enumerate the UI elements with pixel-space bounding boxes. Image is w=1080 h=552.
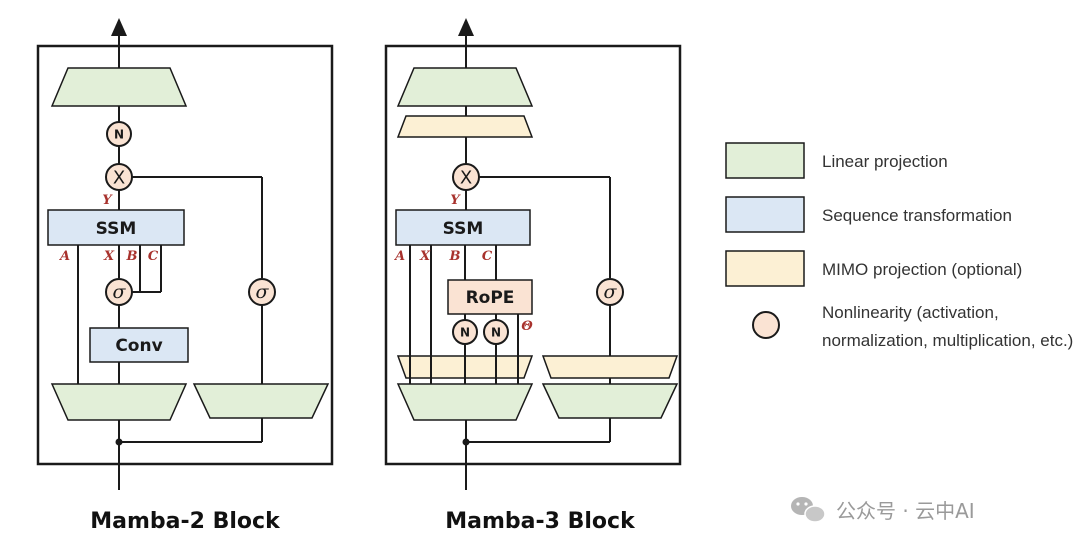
wechat-icon — [791, 497, 826, 523]
mamba3-rope-label: RoPE — [466, 288, 515, 308]
mamba3-input-projection-right — [541, 383, 679, 419]
mamba2-input-projection-right — [192, 383, 330, 419]
mamba2-frame — [36, 44, 334, 466]
watermark-text: 公众号 · 云中AI — [836, 499, 975, 523]
mamba2-junction-dot — [115, 438, 123, 446]
mamba3-sigma-label: σ — [604, 281, 618, 303]
legend-swatch-mimo — [725, 250, 805, 287]
mamba3-sigma-node: σ — [596, 278, 624, 306]
legend-swatch-nonlinearity — [752, 311, 780, 339]
mamba2-conv-label: Conv — [115, 336, 162, 356]
mamba3-junction-dot — [462, 438, 470, 446]
mamba2-sigma-node-left: σ — [105, 278, 133, 306]
legend-swatch-sequence — [725, 196, 805, 233]
mamba2-multiply-label: X — [113, 168, 125, 189]
mamba3-mimo-wires — [409, 356, 611, 384]
mamba3-mimo-output-projection — [396, 115, 534, 138]
legend-swatch-linear — [725, 142, 805, 179]
mamba3-norm-node-c: N — [483, 319, 509, 345]
mamba2-multiply-node: X — [105, 163, 133, 191]
mamba3-var-b: B — [449, 249, 461, 264]
mamba2-input-projection-left — [50, 383, 188, 421]
mamba3-mimo-input-projection-right — [541, 355, 679, 379]
mamba3-block: X Y SSM A X B C RoPE N N Θ σ — [384, 18, 682, 534]
mamba2-sigma-node-right: σ — [248, 278, 276, 306]
mamba3-multiply-label: X — [460, 168, 472, 189]
legend-label-nonlinearity-line1: Nonlinearity (activation, — [822, 303, 999, 322]
mamba2-norm-label: N — [114, 128, 124, 142]
mamba3-norm-label-b: N — [460, 326, 470, 340]
mamba3-input-projection-left — [396, 383, 534, 421]
mamba2-wires — [77, 22, 263, 490]
legend-label-linear: Linear projection — [822, 152, 948, 171]
legend-label-sequence: Sequence transformation — [822, 206, 1012, 225]
watermark: 公众号 · 云中AI — [791, 497, 975, 523]
mamba2-sigma-label-left: σ — [113, 281, 127, 303]
mamba2-caption: Mamba-2 Block — [90, 509, 281, 534]
mamba3-frame — [384, 44, 682, 466]
legend-label-mimo: MIMO projection (optional) — [822, 260, 1022, 279]
mamba3-caption: Mamba-3 Block — [445, 509, 636, 534]
mamba2-conv-box — [89, 327, 189, 363]
mamba3-rope-box — [447, 279, 533, 315]
mamba3-norm-label-c: N — [491, 326, 501, 340]
mamba2-var-x: X — [103, 249, 115, 264]
mamba2-var-a: A — [58, 249, 70, 264]
mamba2-var-y: Y — [102, 193, 113, 208]
mamba2-var-b: B — [126, 249, 138, 264]
mamba3-var-a: A — [393, 249, 405, 264]
mamba3-var-x: X — [419, 249, 431, 264]
mamba3-output-projection — [396, 67, 534, 107]
mamba3-norm-node-b: N — [452, 319, 478, 345]
mamba3-var-theta: Θ — [521, 319, 533, 334]
mamba2-sigma-label-right: σ — [256, 281, 270, 303]
mamba2-var-c: C — [148, 249, 159, 264]
mamba3-ssm-label: SSM — [443, 219, 484, 239]
mamba2-ssm-box — [47, 209, 185, 246]
legend: Linear projection Sequence transformatio… — [725, 142, 1073, 350]
mamba3-ssm-box — [395, 209, 531, 246]
mamba2-norm-node: N — [106, 121, 132, 147]
mamba3-var-y: Y — [450, 193, 461, 208]
mamba3-multiply-node: X — [452, 163, 480, 191]
mamba2-output-projection — [50, 67, 188, 107]
mamba2-ssm-label: SSM — [96, 219, 137, 239]
mamba2-block: N X Y SSM A X B C σ σ Conv Mamba-2 Bl — [36, 18, 334, 534]
mamba3-var-c: C — [482, 249, 493, 264]
legend-label-nonlinearity-line2: normalization, multiplication, etc.) — [822, 331, 1073, 350]
